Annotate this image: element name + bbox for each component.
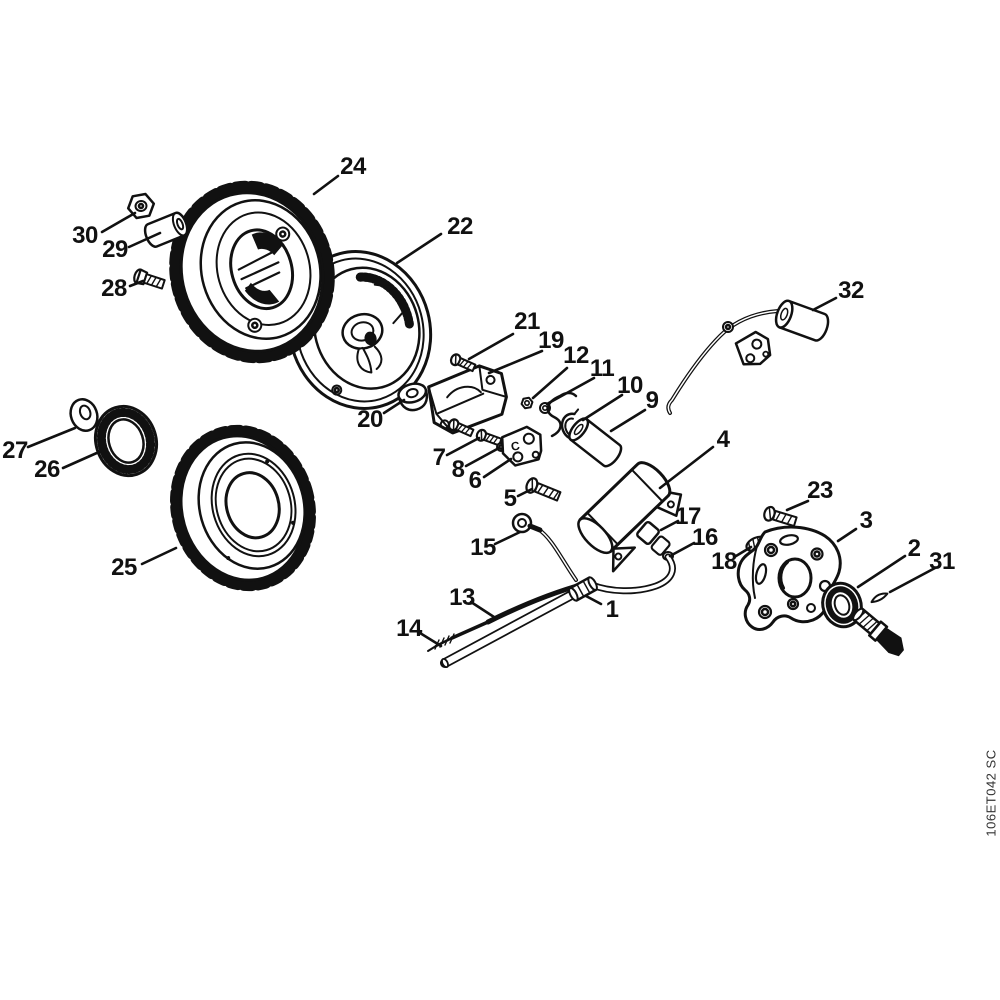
leader-line-10	[581, 393, 624, 422]
part-label-18: 18	[711, 548, 737, 575]
leader-line-20	[382, 398, 406, 415]
part-screw-23	[763, 505, 798, 527]
part-screw-21	[449, 353, 477, 373]
leader-line-23	[785, 499, 810, 512]
part-label-15: 15	[470, 534, 496, 561]
part-oil-seal-2	[821, 581, 863, 629]
part-nut-12	[520, 396, 534, 410]
leader-line-14	[418, 631, 443, 648]
part-crankshaft-stub	[852, 607, 904, 657]
part-label-4: 4	[716, 426, 730, 453]
part-label-7: 7	[432, 444, 446, 471]
part-label-25: 25	[111, 554, 137, 581]
part-label-22: 22	[447, 213, 473, 240]
leader-line-7	[445, 436, 481, 457]
leader-line-15	[493, 530, 522, 546]
part-ignition-coil-4	[577, 461, 683, 573]
part-key-31	[870, 592, 889, 604]
leader-line-25	[140, 546, 178, 566]
part-flywheel-24	[169, 180, 335, 364]
leader-line-28	[128, 279, 145, 288]
leader-line-30	[100, 211, 137, 234]
part-label-9: 9	[645, 387, 659, 414]
part-label-29: 29	[102, 236, 128, 263]
part-ignition-module-19	[427, 364, 508, 435]
part-label-3: 3	[859, 507, 873, 534]
part-label-6: 6	[468, 467, 482, 494]
part-label-24: 24	[340, 153, 366, 180]
part-drum-25	[170, 424, 316, 592]
part-wire-16	[588, 553, 676, 595]
part-label-27: 27	[2, 437, 28, 464]
part-label-1: 1	[605, 596, 619, 623]
part-grommet-1	[568, 576, 598, 602]
part-label-28: 28	[101, 275, 127, 302]
leader-lines	[26, 174, 937, 648]
leader-line-9	[609, 408, 647, 433]
leader-line-6	[482, 457, 513, 479]
part-contact-breaker-6: C	[500, 425, 543, 467]
part-label-8: 8	[451, 456, 465, 483]
part-ring-terminal-15	[511, 512, 578, 582]
part-washer-27	[69, 398, 99, 432]
part-label-2: 2	[907, 535, 921, 562]
part-screw-7	[475, 428, 503, 447]
part-label-12: 12	[563, 342, 589, 369]
part-tube-13	[440, 587, 582, 669]
part-screw-21b	[447, 418, 475, 438]
part-label-17: 17	[675, 503, 701, 530]
part-wire-32	[666, 299, 830, 415]
part-label-20: 20	[357, 406, 383, 433]
leader-line-32	[811, 296, 838, 312]
part-label-21: 21	[514, 308, 540, 335]
leader-line-22	[395, 232, 443, 265]
leader-line-16	[668, 541, 696, 558]
part-label-31: 31	[929, 548, 955, 575]
breaker-marking: C	[510, 438, 521, 453]
part-grommet-20	[397, 382, 429, 412]
leader-line-12	[531, 366, 569, 400]
leader-line-8	[464, 446, 501, 468]
part-label-30: 30	[72, 222, 98, 249]
part-label-32: 32	[838, 277, 864, 304]
part-backplate-3	[736, 525, 842, 631]
leader-line-5	[516, 487, 534, 498]
part-label-26: 26	[34, 456, 60, 483]
leader-line-31	[888, 566, 937, 594]
leader-line-1	[584, 594, 603, 606]
part-label-10: 10	[617, 372, 643, 399]
part-label-19: 19	[538, 327, 564, 354]
leader-line-18	[734, 545, 753, 558]
leader-line-19	[487, 349, 544, 375]
part-condenser-9	[568, 417, 623, 468]
part-label-5: 5	[503, 485, 517, 512]
leader-line-27	[26, 426, 77, 449]
leader-line-4	[658, 445, 715, 490]
leader-line-13	[469, 600, 496, 619]
part-bearing-26	[93, 404, 159, 478]
leader-line-26	[61, 450, 101, 470]
part-sleeve-29	[143, 211, 189, 248]
part-label-11: 11	[589, 355, 615, 382]
leader-line-24	[312, 174, 340, 196]
leader-line-29	[127, 231, 162, 249]
leader-line-2	[856, 554, 907, 589]
part-screw-28	[133, 268, 166, 290]
part-label-13: 13	[449, 584, 475, 611]
part-label-14: 14	[396, 615, 422, 642]
leader-line-11	[545, 376, 596, 406]
leader-line-17	[659, 519, 680, 532]
part-label-23: 23	[807, 477, 833, 504]
leader-line-21	[467, 332, 515, 361]
leader-line-3	[836, 527, 858, 543]
part-label-16: 16	[692, 524, 718, 551]
drawing-number-watermark: 106ET042 SC	[983, 749, 999, 837]
